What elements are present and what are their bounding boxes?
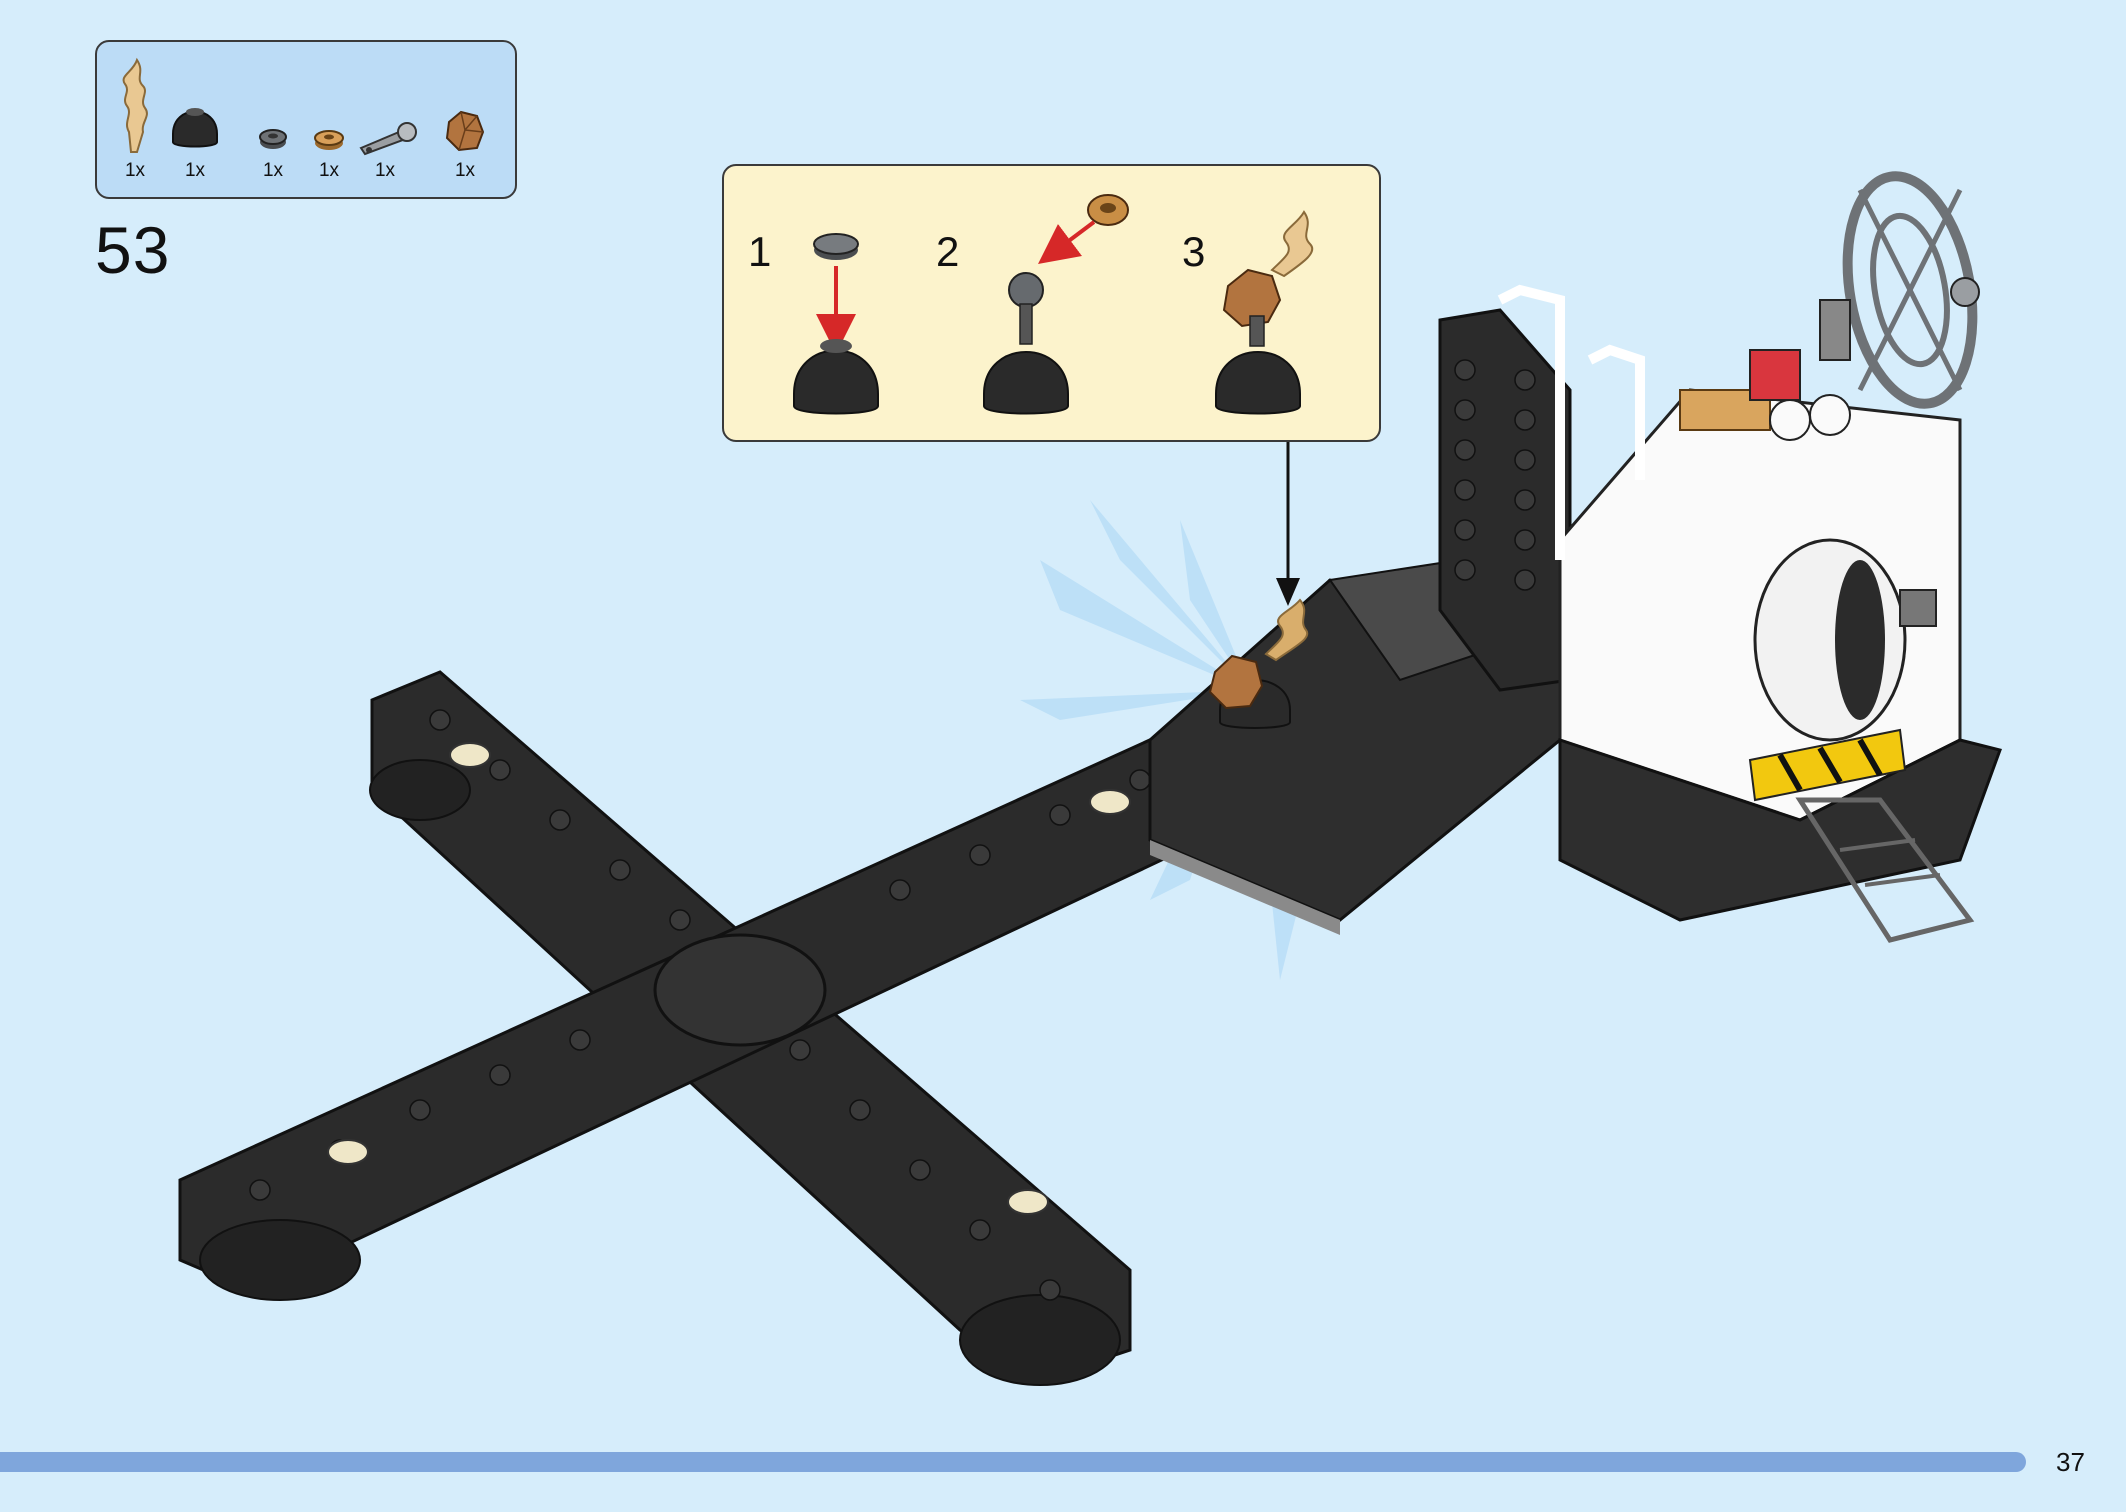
part-rock: 1x: [435, 52, 495, 192]
substep-label: 1: [748, 228, 772, 275]
ball-joint-icon: [359, 122, 417, 156]
subassembly-callout: 1 2 3: [722, 164, 1381, 442]
part-qty: 1x: [184, 160, 206, 181]
substep-1-graphic: [793, 233, 879, 415]
cross-base: [178, 670, 1312, 1386]
part-qty: 1x: [318, 160, 340, 181]
round-plate-icon: [259, 129, 287, 149]
arrow-head-icon: [1276, 578, 1300, 606]
round-plate-icon: [314, 130, 344, 150]
substep-label: 3: [1182, 228, 1206, 275]
part-qty: 1x: [124, 160, 146, 181]
substep-2-graphic: [983, 194, 1129, 415]
step-number: 53: [95, 213, 171, 287]
part-gold-plate: 1x: [299, 52, 359, 192]
page-number: 37: [2056, 1447, 2085, 1477]
part-ball-joint: 1x: [355, 52, 417, 192]
substep-3-graphic: [1215, 210, 1314, 415]
part-small-plate: 1x: [243, 52, 303, 192]
vertical-plates: [1438, 308, 1572, 692]
part-qty: 1x: [454, 160, 476, 181]
part-black-dome: 1x: [165, 52, 225, 192]
flame-piece-icon: [122, 57, 148, 153]
satellite-dish: [1819, 171, 1980, 409]
substep-illustrations: [793, 194, 1314, 415]
black-dome-icon: [172, 108, 218, 148]
part-qty: 1x: [374, 160, 396, 181]
model-illustration: [178, 171, 2002, 1386]
part-qty: 1x: [262, 160, 284, 181]
part-flame: 1x: [105, 52, 165, 192]
white-building: [1497, 284, 2002, 943]
parts-list-box: 1x 1x 1x 1x 1x: [95, 40, 517, 199]
rock-icon: [445, 110, 485, 152]
substep-label: 2: [936, 228, 960, 275]
new-flame-assembly: [1208, 598, 1309, 729]
page-progress-bar: [0, 1452, 2026, 1472]
